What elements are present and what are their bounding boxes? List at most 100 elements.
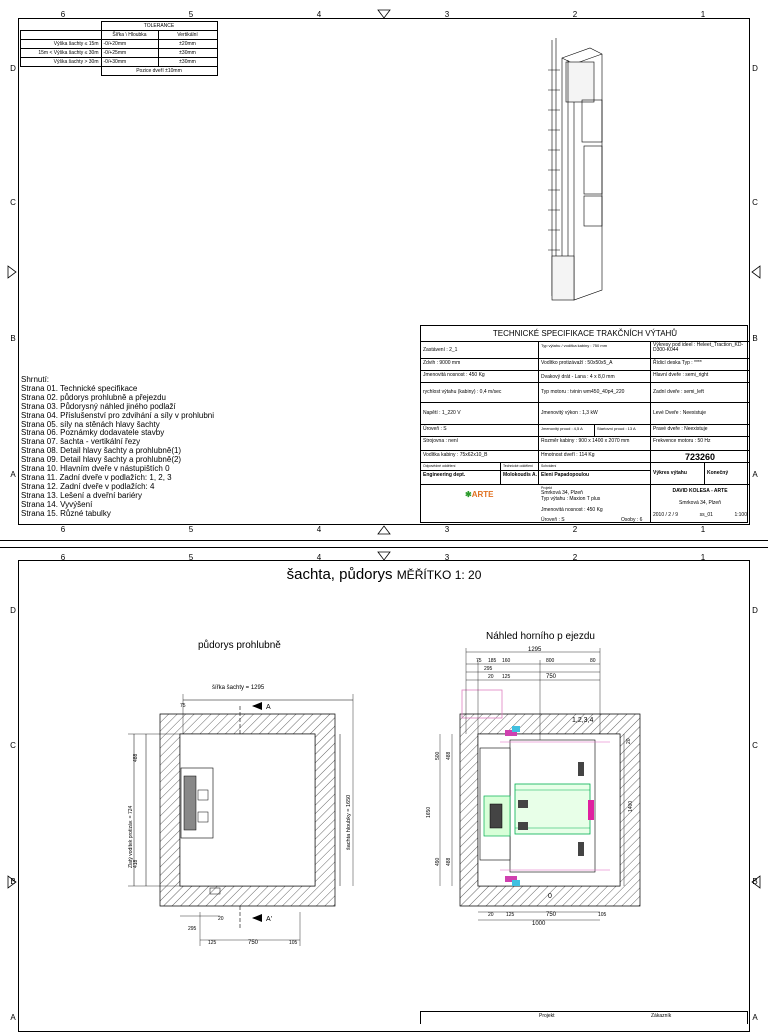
row-label: C (752, 741, 758, 750)
dim-label: 750 (546, 674, 557, 680)
col-label: 6 (60, 10, 66, 19)
dim-label: 125 (208, 940, 217, 946)
col-label: 5 (188, 525, 194, 534)
dim-label: 105 (598, 912, 607, 918)
spec-cell: Jmenovitý výkon : 1,3 kW (539, 403, 651, 425)
sheet-number: ss_01 (699, 512, 713, 518)
spec-cell: Eleni Papadopoulou (539, 471, 651, 485)
spec-cell: Engineering dept. (421, 471, 501, 485)
row-label: D (752, 64, 758, 73)
dim-label: 20 (488, 912, 494, 918)
drawing-scale: 1:100 (734, 512, 747, 518)
dim-label: 185 (488, 658, 497, 664)
elevator-iso-drawing (7, 9, 761, 535)
spec-cell: Typ motoru : tvinin wm450_40p4_220 (539, 383, 651, 403)
col-label: 2 (572, 553, 578, 562)
spec-cell: Výkres výtahu (651, 463, 705, 485)
spec-cell: Výkresy pod ideel : Heleet_Traction_KD-D… (651, 342, 749, 359)
col-label: 4 (316, 553, 322, 562)
logo-text: ARTE (471, 490, 494, 499)
dim-label: 750 (248, 940, 259, 946)
floor-zero-label: 0 (548, 893, 552, 900)
spec-cell: Startovní proud : 13 A (595, 425, 651, 437)
list-item: Strana 14. Vyvýšení (21, 499, 93, 509)
date-row: 2010 / 2 / 9 ss_01 1:100 (653, 512, 747, 518)
row-label: B (752, 877, 758, 886)
frame-arrows (7, 551, 761, 889)
dim-label: 75 (476, 658, 482, 664)
project-label: Projekt (539, 1013, 555, 1019)
dim-label: 80 (590, 658, 596, 664)
dim-label: 490 (435, 857, 441, 866)
list-item: Strana 10. Hlavním dveře v nástupištích … (21, 464, 170, 474)
spec-cell: Hlavní dveře : semi_right (651, 371, 749, 383)
spec-cell: Vodítko protizávaží : 50x50x5_A (539, 359, 651, 371)
row-label: C (10, 741, 16, 750)
dim-label: 800 (546, 658, 555, 664)
row-label: A (752, 470, 758, 479)
col-label: 2 (572, 10, 578, 19)
spec-cell: Napětí : 1_220 V (421, 403, 539, 425)
headroom-plan (439, 648, 641, 921)
list-item: Strana 09. Detail hlavy šachty a prohlub… (21, 455, 182, 465)
col-label: 5 (188, 553, 194, 562)
col-label: 1 (700, 525, 706, 534)
spec-cell: Schválení (539, 463, 651, 471)
col-label: 3 (444, 10, 450, 19)
row-label: A (752, 1013, 758, 1022)
dim-label: 295 (188, 926, 197, 932)
lift-persons: Osoby : 6 (621, 517, 643, 523)
spec-title: TECHNICKÉ SPECIFIKACE TRAKČNÍCH VÝTAHŮ (421, 326, 749, 342)
dim-label: 295 (484, 666, 493, 672)
list-item: Strana 12. Zadní dveře v podlažích: 4 (21, 481, 155, 491)
spec-cell: Technické oddělení (501, 463, 539, 471)
spec-cell: Konečný (705, 463, 749, 485)
list-item: Strana 06. Poznámky dodavatele stavby (21, 428, 165, 438)
row-label: D (10, 606, 16, 615)
dim-label: 1400 (628, 801, 634, 812)
shaft-depth-dim: šachta hloubky = 1650 (346, 795, 352, 850)
scale-label: MĚŘÍTKO 1: 20 (396, 568, 482, 582)
drawing-date: 2010 / 2 / 9 (653, 512, 679, 518)
lift-load: Jmenovitá nosnost : 450 Kg (541, 507, 603, 513)
lift-level: Úroveň : S (541, 517, 565, 523)
page-summary: Shrnutí: Strana 01. Technické specifikac… (21, 375, 214, 519)
row-label: A (10, 1013, 16, 1022)
row-label: B (10, 877, 16, 886)
col-label: 3 (444, 553, 450, 562)
spec-cell: Dvakový drát - Lana : 4 x 8,0 mm (539, 371, 651, 383)
col-label: 2 (572, 525, 578, 534)
headroom-view-title: Náhled horního p ejezdu (486, 631, 595, 642)
col-label: 6 (60, 525, 66, 534)
list-item: Strana 01. Technické specifikace (21, 383, 138, 393)
dim-label: 20 (218, 916, 224, 922)
dim-label: 20 (626, 738, 632, 744)
row-label: C (10, 198, 16, 207)
shaft-width-dim: šířka šachty = 1295 (212, 685, 265, 691)
client-label: Zákazník (651, 1013, 672, 1019)
list-item: Strana 04. Příslušenství pro zdvihání a … (21, 410, 214, 420)
drawing-sheet-1: 6 5 4 3 2 1 6 5 4 3 2 1 D C B A D C B A … (7, 9, 761, 535)
spec-title-block: TECHNICKÉ SPECIFIKACE TRAKČNÍCH VÝTAHŮ Z… (420, 325, 749, 523)
spec-cell: Rozměr kabiny : 900 x 1400 x 2070 mm (539, 437, 651, 451)
list-item: Strana 13. Lešení a dveřní bariéry (21, 490, 142, 500)
dim-label: 1295 (528, 647, 542, 653)
floors-label: 1,2,3,4 (572, 717, 594, 724)
list-item: Strana 11. Zadní dveře v podlažích: 1, 2… (21, 472, 172, 482)
list-item: Strana 03. Půdorysný náhled jiného podla… (21, 401, 176, 411)
spec-cell: Zadní dveře : semi_left (651, 383, 749, 403)
pit-plan-title: půdorys prohlubně (198, 640, 281, 651)
tolerance-footer: Pozice dveří ±10mm (100, 66, 218, 76)
dim-label: 1650 (426, 807, 432, 818)
col-label: 5 (188, 10, 194, 19)
row-label: A (10, 470, 16, 479)
spec-cell: Typ výtahu / vodítka kabiny : 750 mm (539, 342, 651, 359)
spec-cell: Řídicí deska Typ : **** (651, 359, 749, 371)
col-label: 1 (700, 10, 706, 19)
lift-type: Typ výtahu : Maxion T plus (541, 496, 601, 502)
dim-label: 500 (435, 751, 441, 760)
row-label: D (10, 64, 16, 73)
spec-cell: Zastávení : 2_1 (421, 342, 539, 359)
list-item: Strana 08. Detail hlavy šachty a prohlub… (21, 446, 182, 456)
